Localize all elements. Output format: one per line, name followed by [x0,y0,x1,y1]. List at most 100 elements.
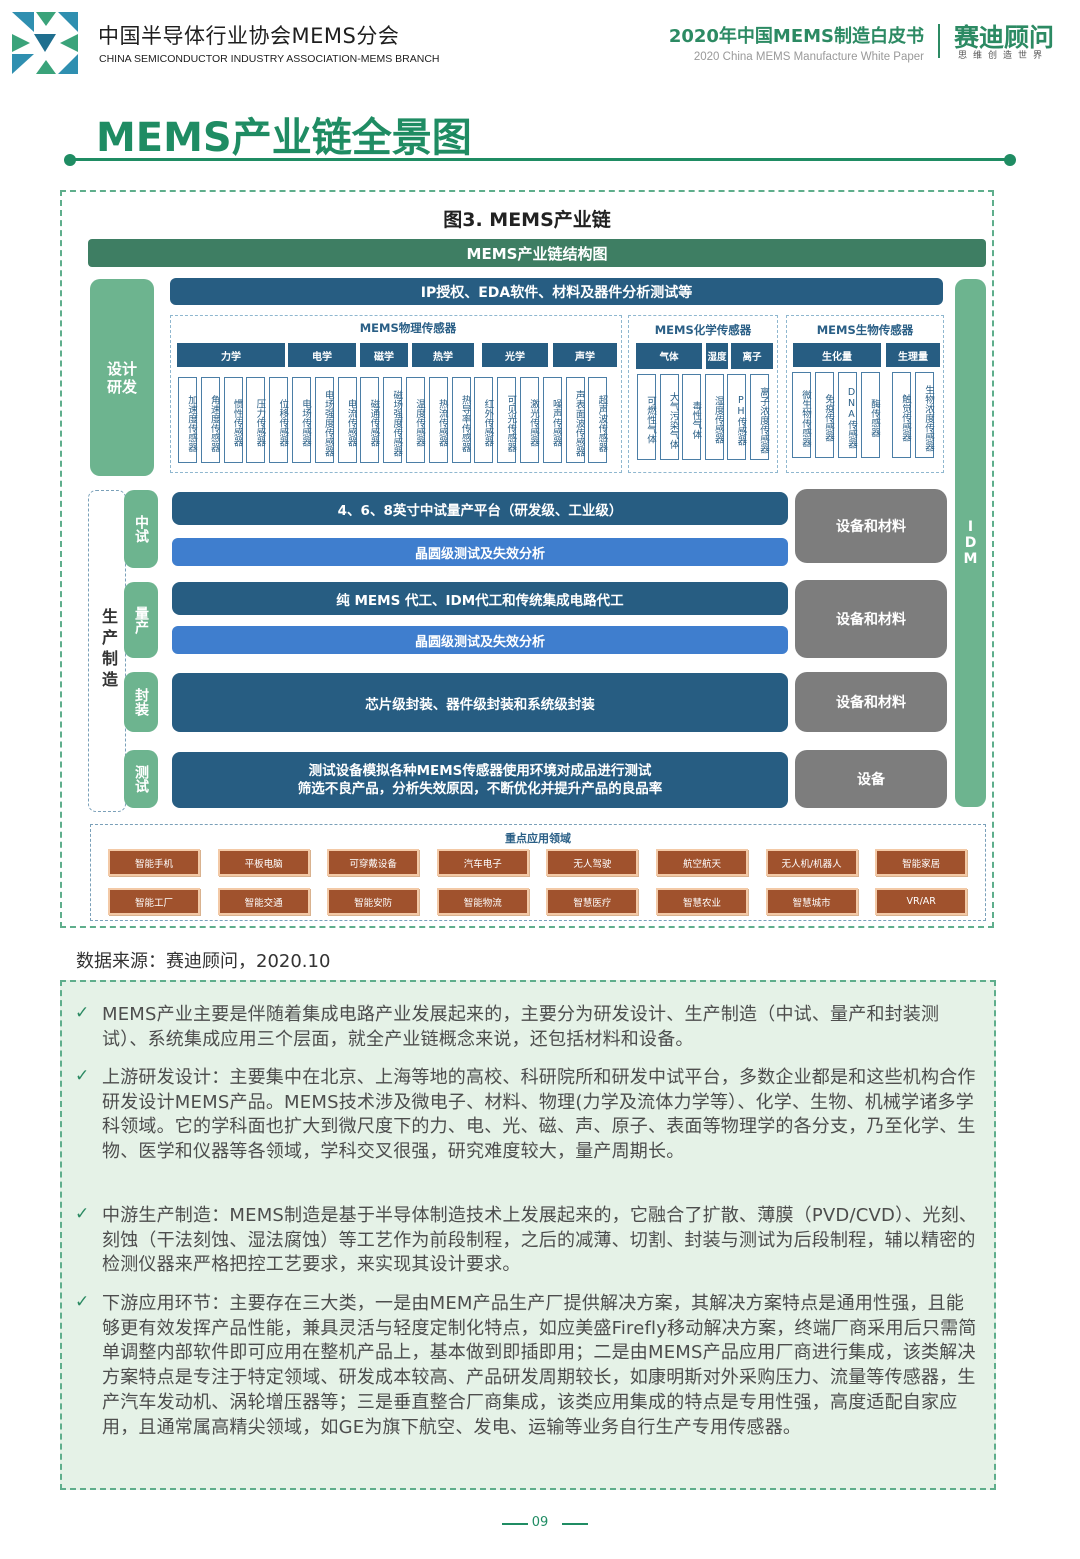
bio-sensor-group [786,315,944,473]
note-2: 上游研发设计：主要集中在北京、上海等地的高校、科研院所和研发中试平台，多数企业都… [102,1067,976,1163]
notes-box [60,980,996,1490]
physical-category: 热学 [412,343,474,367]
equipment-materials-pilot: 设备和材料 [795,489,947,563]
testing-line-1: 测试设备模拟各种MEMS传感器使用环境对成品进行测试 [308,763,652,779]
physical-sensor-item: 激光传感器 [520,377,539,463]
brand-logo-text: 赛迪顾问 [954,23,1055,52]
applications-title: 重点应用领域 [505,832,571,845]
chemical-sensor-item: 湿度传感器 [704,374,724,460]
figure-frame [60,190,994,928]
testing-bar: 测试设备模拟各种MEMS传感器使用环境对成品进行测试 筛选不良产品，分析失效原因… [172,752,788,808]
physical-sensor-item: 电场强度传感器 [314,377,334,463]
bio-sensor-item: DNA传感器 [838,372,857,458]
physical-sensor-item: 惯性传感器 [223,377,243,463]
application-chip: 智能交通 [217,888,310,915]
physical-sensor-item: 噪声传感器 [542,377,562,463]
chemical-sensor-item: 离子浓度传感器 [750,374,769,460]
testing-line-2: 筛选不良产品，分析失效原因，不断优化并提升产品的良品率 [297,781,663,797]
design-rd-label: 设计研发 [106,359,137,396]
bio-category: 生理量 [886,343,940,367]
chemical-category: 气体 [636,343,702,369]
physical-category: 电学 [288,343,356,367]
check-icon: ✓ [75,1003,90,1023]
applications-frame [90,824,986,921]
physical-sensor-item: 角速度传感器 [200,377,220,463]
physical-sensor-item: 位移传感器 [269,377,289,463]
idm-bar: IDM [955,279,986,807]
physical-category: 声学 [553,343,617,367]
foundry-bar: 纯 MEMS 代工、IDM代工和传统集成电路代工 [172,582,788,615]
bio-category: 生化量 [793,343,881,367]
page-number-line-right [562,1523,588,1525]
stage-label-pilot: 中试 [124,490,158,568]
title-line-dot-right [1004,154,1016,166]
physical-category: 磁学 [360,343,408,367]
application-chip: 智慧农业 [656,888,748,915]
bio-sensor-item: 免疫传感器 [815,372,834,458]
title-underline [70,158,1010,161]
production-label: 生产制造 [99,608,118,692]
physical-sensor-item: 温度传感器 [406,377,425,463]
application-chip: 可穿戴设备 [327,849,420,876]
physical-sensor-item: 热流传感器 [428,377,448,463]
stage-label-package: 封装 [124,672,158,732]
data-source: 数据来源：赛迪顾问，2020.10 [76,951,331,972]
equipment-materials-mass: 设备和材料 [795,580,947,658]
application-chip: 无人驾驶 [546,849,639,876]
application-chip: VR/AR [875,888,968,915]
mass-wafer-test-bar: 晶圆级测试及失效分析 [172,626,788,654]
chemical-category: 湿度 [706,343,728,369]
chemical-category: 离子 [731,343,773,369]
check-icon: ✓ [75,1204,90,1224]
chemical-sensor-item: 毒性气体 [682,374,702,460]
physical-category: 力学 [177,343,285,367]
chemical-sensor-item: PH传感器 [727,374,747,460]
physical-category: 光学 [482,343,548,367]
application-chip: 智能家居 [875,849,968,876]
whitepaper-title-cn: 2020年中国MEMS制造白皮书 [668,26,924,47]
physical-sensor-item: 磁场强度传感器 [383,377,403,463]
title-line-dot-left [64,154,76,166]
header-divider [938,24,940,58]
application-chip: 智能物流 [436,888,529,915]
association-logo [12,12,78,74]
application-chip: 智能工厂 [108,888,200,915]
bio-sensor-item: 触觉传感器 [892,372,911,458]
physical-sensor-item: 电场传感器 [292,377,311,463]
physical-sensor-group [170,315,622,473]
application-chip: 智慧城市 [765,888,858,915]
design-rd-box: 设计研发 [90,279,154,476]
application-chip: 平板电脑 [217,849,310,876]
bio-sensor-title: MEMS生物传感器 [816,323,914,337]
physical-sensor-item: 红外传感器 [474,377,494,463]
pilot-platform-bar: 4、6、8英寸中试量产平台（研发级、工业级） [172,492,788,525]
org-name-cn: 中国半导体行业协会MEMS分会 [98,24,400,48]
physical-sensor-item: 加速度传感器 [178,377,197,463]
bio-sensor-item: 生物浓度传感器 [915,372,934,458]
application-chip: 智能手机 [108,849,200,876]
whitepaper-title-en: 2020 China MEMS Manufacture White Paper [693,51,924,63]
chemical-sensor-item: 大气污染气体 [659,374,679,460]
physical-sensor-item: 磁通传感器 [360,377,380,463]
stage-label-test: 测试 [124,750,158,808]
chemical-sensor-title: MEMS化学传感器 [654,323,752,337]
physical-sensor-item: 可见光传感器 [497,377,517,463]
check-icon: ✓ [75,1066,90,1086]
brand-slogan: 思维创造世界 [958,51,1049,61]
bio-sensor-item: 微生物传感器 [792,372,811,458]
pilot-wafer-test-bar: 晶圆级测试及失效分析 [172,538,788,566]
structure-header: MEMS产业链结构图 [88,239,986,267]
stage-label-mass: 量产 [124,582,158,658]
application-chip: 无人机/机器人 [765,849,858,876]
page-number: 09 [531,1515,549,1530]
figure-title: 图3. MEMS产业链 [443,209,611,231]
page-number-line-left [502,1523,528,1525]
note-1: MEMS产业主要是伴随着集成电路产业发展起来的，主要分为研发设计、生产制造（中试… [102,1004,940,1050]
physical-sensor-item: 电流传感器 [337,377,357,463]
application-chip: 智慧医疗 [546,888,639,915]
ip-eda-bar: IP授权、EDA软件、材料及器件分析测试等 [170,278,943,305]
physical-sensor-item: 声表面波传感器 [565,377,585,463]
note-3: 中游生产制造：MEMS制造是基于半导体制造技术上发展起来的，它融合了扩散、薄膜（… [102,1205,978,1276]
note-4: 下游应用环节：主要存在三大类，一是由MEM产品生产厂提供解决方案，其解决方案特点… [102,1293,977,1438]
bio-sensor-item: 酶传感器 [861,372,880,458]
